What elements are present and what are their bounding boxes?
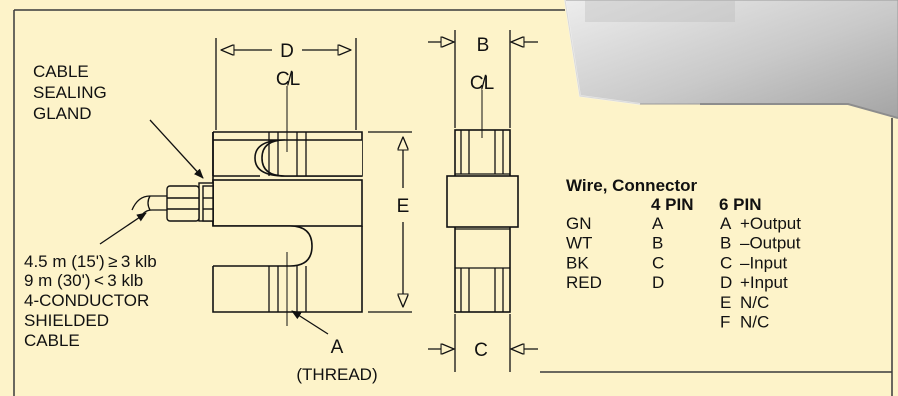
dimension-c-label: C xyxy=(474,340,488,361)
table-cell-signal: –Input xyxy=(740,253,788,272)
table-cell-wire-color: GN xyxy=(566,214,592,233)
wiring-table: Wire, Connector 4 PIN 6 PIN xyxy=(566,176,762,214)
table-cell-signal: –Output xyxy=(740,234,801,253)
table-row: F N/C xyxy=(720,313,769,332)
table-cell-signal: +Output xyxy=(740,214,801,233)
s-beam-side-view xyxy=(446,129,519,313)
table-row: GN A A +Output xyxy=(566,214,801,233)
header-4-pin: 4 PIN xyxy=(651,195,694,214)
leader-lines xyxy=(99,119,329,335)
table-cell-pin-6: D xyxy=(720,273,732,292)
table-cell-wire-color: WT xyxy=(566,234,592,253)
dimension-e xyxy=(368,131,412,313)
panel-border xyxy=(13,9,893,396)
table-cell-pin-6: A xyxy=(720,214,732,233)
cable xyxy=(131,195,167,219)
dimension-b xyxy=(428,30,538,128)
centerline-side-label: C̸L xyxy=(470,73,494,94)
table-cell-pin-6: C xyxy=(720,253,732,272)
cable-spec-line-3: 4-CONDUCTOR xyxy=(24,291,149,310)
cable-spec-line-1: 4.5 m (15') ≥ 3 klb xyxy=(24,252,157,271)
table-cell-pin-6: B xyxy=(720,234,731,253)
dimension-d xyxy=(215,38,357,130)
side-view-details xyxy=(455,90,510,312)
table-cell-signal: N/C xyxy=(740,293,769,312)
table-row: E N/C xyxy=(720,293,769,312)
wiring-table-title: Wire, Connector xyxy=(566,176,698,195)
cable-gland-label-1: CABLE xyxy=(33,62,89,81)
cable-gland xyxy=(166,182,214,222)
table-cell-pin-4: C xyxy=(652,253,664,272)
cable-spec-line-4: SHIELDED xyxy=(24,311,109,330)
centerline-front-label: C̸L xyxy=(276,69,300,90)
front-view-details xyxy=(268,86,307,326)
table-cell-wire-color: BK xyxy=(566,253,589,272)
table-cell-pin-4: B xyxy=(652,234,663,253)
cable-spec-line-2: 9 m (30') < 3 klb xyxy=(24,271,143,290)
load-cell-photo xyxy=(564,0,898,119)
dimension-e-label: E xyxy=(397,196,410,217)
dimension-d-label: D xyxy=(280,41,294,62)
table-cell-wire-color: RED xyxy=(566,273,602,292)
table-cell-signal: +Input xyxy=(740,273,788,292)
table-cell-pin-6: E xyxy=(720,293,731,312)
cable-spec-line-5: CABLE xyxy=(24,331,80,350)
table-cell-pin-4: A xyxy=(652,214,664,233)
table-row: WT B B –Output xyxy=(566,234,801,253)
cable-gland-label-2: SEALING xyxy=(33,83,107,102)
table-cell-pin-4: D xyxy=(652,273,664,292)
dimension-c xyxy=(428,314,538,372)
header-6-pin: 6 PIN xyxy=(719,195,762,214)
table-row: BK C C –Input xyxy=(566,253,788,272)
thread-label: (THREAD) xyxy=(296,365,377,384)
table-cell-signal: N/C xyxy=(740,313,769,332)
cable-gland-label-3: GLAND xyxy=(33,104,92,123)
table-row: RED D D +Input xyxy=(566,273,788,292)
dimension-b-label: B xyxy=(477,35,490,56)
table-cell-pin-6: F xyxy=(720,313,730,332)
thread-label-a: A xyxy=(331,337,344,358)
